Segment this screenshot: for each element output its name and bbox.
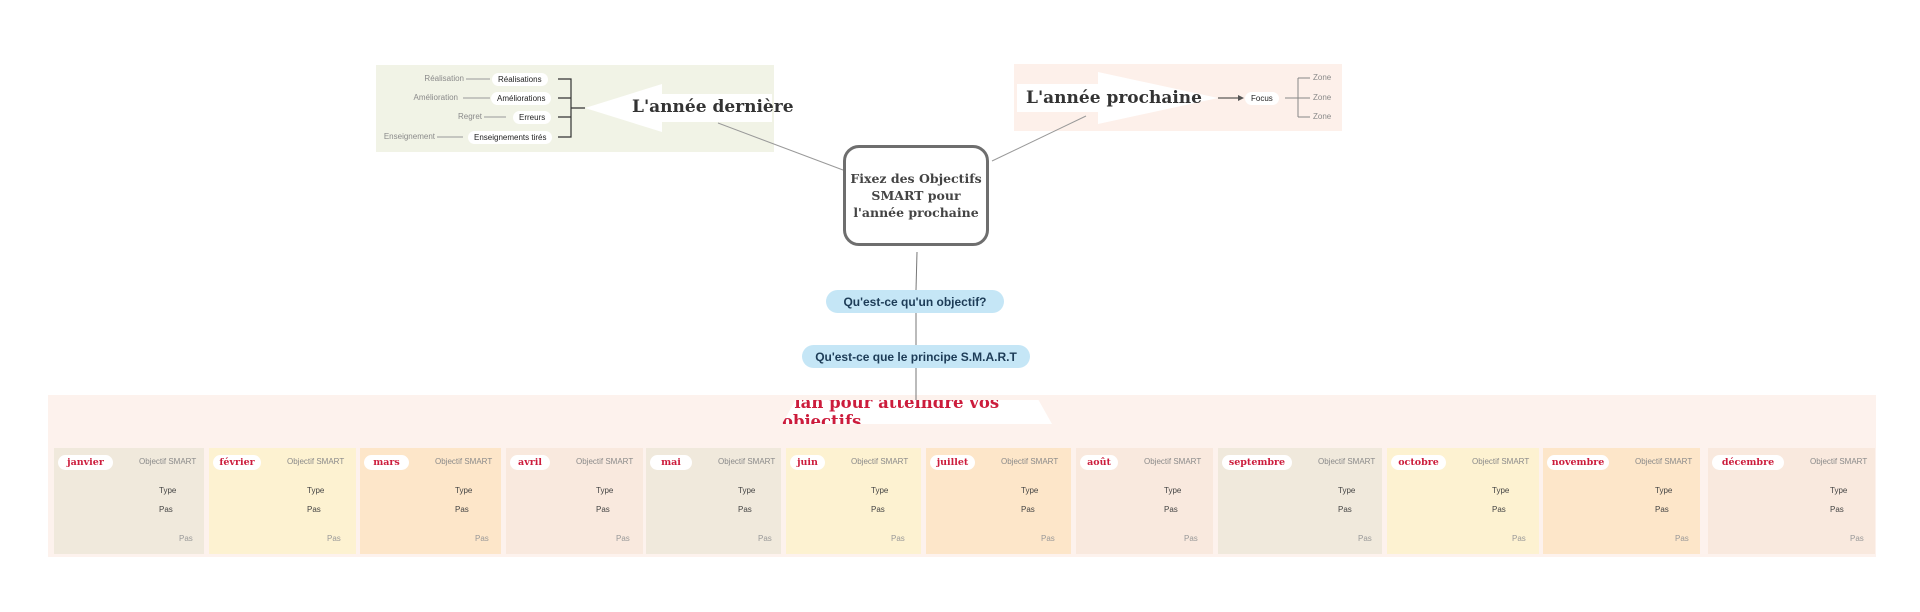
month-name[interactable]: juillet — [930, 455, 975, 470]
last-year-label-3: Regret — [457, 112, 482, 121]
type-node[interactable]: Type — [1492, 486, 1510, 495]
last-year-value-1[interactable]: Réalisations — [492, 73, 548, 86]
last-year-value-3[interactable]: Erreurs — [513, 111, 552, 124]
type-node[interactable]: Type — [738, 486, 756, 495]
step-node[interactable]: Pas — [871, 505, 885, 514]
month-name[interactable]: octobre — [1391, 455, 1446, 470]
smart-goal-node[interactable]: Objectif SMART — [851, 457, 909, 466]
smart-goal-node[interactable]: Objectif SMART — [1810, 457, 1868, 466]
substep-node[interactable]: Pas — [1850, 534, 1864, 543]
month-name[interactable]: août — [1080, 455, 1118, 470]
substep-node[interactable]: Pas — [758, 534, 772, 543]
type-node[interactable]: Type — [596, 486, 614, 495]
month-name[interactable]: mars — [364, 455, 409, 470]
step-node[interactable]: Pas — [596, 505, 610, 514]
substep-node[interactable]: Pas — [1675, 534, 1689, 543]
step-node[interactable]: Pas — [455, 505, 469, 514]
smart-goal-node[interactable]: Objectif SMART — [1318, 457, 1376, 466]
central-topic[interactable]: Fixez des Objectifs SMART pour l'année p… — [843, 145, 989, 246]
last-year-label-2: Amélioration — [413, 93, 458, 102]
central-topic-label: Fixez des Objectifs SMART pour l'année p… — [850, 171, 982, 220]
plan-title[interactable]: Plan pour atteindre vos objectifs — [782, 400, 1052, 424]
question-what-is-goal[interactable]: Qu'est-ce qu'un objectif? — [826, 290, 1004, 313]
step-node[interactable]: Pas — [738, 505, 752, 514]
type-node[interactable]: Type — [307, 486, 325, 495]
type-node[interactable]: Type — [1338, 486, 1356, 495]
zone-node-1[interactable]: Zone — [1313, 73, 1332, 82]
last-year-label-4: Enseignement — [383, 132, 435, 141]
type-node[interactable]: Type — [1655, 486, 1673, 495]
smart-goal-node[interactable]: Objectif SMART — [1472, 457, 1530, 466]
substep-node[interactable]: Pas — [1512, 534, 1526, 543]
substep-node[interactable]: Pas — [616, 534, 630, 543]
last-year-title[interactable]: L'année dernière — [632, 97, 794, 117]
smart-goal-node[interactable]: Objectif SMART — [139, 457, 197, 466]
zone-node-3[interactable]: Zone — [1313, 112, 1332, 121]
step-node[interactable]: Pas — [1338, 505, 1352, 514]
next-year-title[interactable]: L'année prochaine — [1026, 88, 1202, 108]
substep-node[interactable]: Pas — [1184, 534, 1198, 543]
substep-node[interactable]: Pas — [179, 534, 193, 543]
substep-node[interactable]: Pas — [475, 534, 489, 543]
smart-goal-node[interactable]: Objectif SMART — [1144, 457, 1202, 466]
type-node[interactable]: Type — [1164, 486, 1182, 495]
substep-node[interactable]: Pas — [327, 534, 341, 543]
step-node[interactable]: Pas — [307, 505, 321, 514]
smart-goal-node[interactable]: Objectif SMART — [287, 457, 345, 466]
last-year-label-1: Réalisation — [424, 74, 464, 83]
type-node[interactable]: Type — [871, 486, 889, 495]
substep-node[interactable]: Pas — [1041, 534, 1055, 543]
last-year-value-2[interactable]: Améliorations — [491, 92, 552, 105]
focus-node[interactable]: Focus — [1245, 92, 1279, 105]
month-name[interactable]: janvier — [58, 455, 113, 470]
step-node[interactable]: Pas — [1830, 505, 1844, 514]
step-node[interactable]: Pas — [1164, 505, 1178, 514]
smart-goal-node[interactable]: Objectif SMART — [1001, 457, 1059, 466]
step-node[interactable]: Pas — [1655, 505, 1669, 514]
step-node[interactable]: Pas — [1021, 505, 1035, 514]
month-name[interactable]: mai — [650, 455, 692, 470]
question-smart-principle[interactable]: Qu'est-ce que le principe S.M.A.R.T — [802, 345, 1030, 368]
zone-node-2[interactable]: Zone — [1313, 93, 1332, 102]
type-node[interactable]: Type — [455, 486, 473, 495]
substep-node[interactable]: Pas — [891, 534, 905, 543]
last-year-value-4[interactable]: Enseignements tirés — [468, 131, 553, 144]
type-node[interactable]: Type — [159, 486, 177, 495]
type-node[interactable]: Type — [1830, 486, 1848, 495]
month-name[interactable]: février — [213, 455, 261, 470]
month-name[interactable]: avril — [510, 455, 550, 470]
smart-goal-node[interactable]: Objectif SMART — [435, 457, 493, 466]
month-name[interactable]: décembre — [1712, 455, 1784, 470]
month-name[interactable]: juin — [790, 455, 825, 470]
month-name[interactable]: septembre — [1222, 455, 1292, 470]
smart-goal-node[interactable]: Objectif SMART — [718, 457, 776, 466]
step-node[interactable]: Pas — [159, 505, 173, 514]
month-name[interactable]: novembre — [1547, 455, 1609, 470]
step-node[interactable]: Pas — [1492, 505, 1506, 514]
type-node[interactable]: Type — [1021, 486, 1039, 495]
smart-goal-node[interactable]: Objectif SMART — [576, 457, 634, 466]
substep-node[interactable]: Pas — [1358, 534, 1372, 543]
smart-goal-node[interactable]: Objectif SMART — [1635, 457, 1693, 466]
